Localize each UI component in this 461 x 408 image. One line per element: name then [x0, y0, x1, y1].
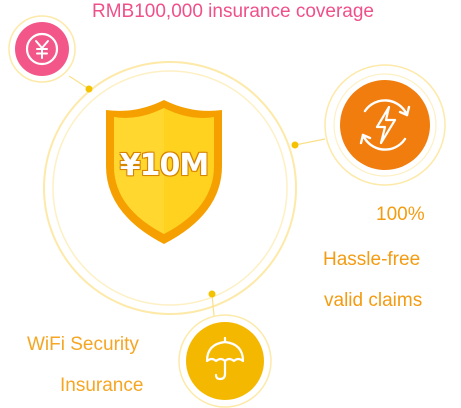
wifi-security-line2: Insurance — [60, 375, 144, 396]
shield-amount: ¥10M — [119, 148, 209, 183]
wifi-security-line1: WiFi Security — [27, 334, 139, 355]
claims-line2: Hassle-free — [323, 249, 421, 270]
shield-icon — [106, 100, 222, 244]
umbrella-icon — [178, 314, 272, 408]
coverage-text: RMB100,000 insurance coverage — [92, 1, 375, 22]
yuan-coin-icon — [8, 15, 76, 83]
lightning-refresh-icon — [324, 64, 446, 186]
claims-line3: valid claims — [324, 290, 423, 311]
claims-percent: 100% — [376, 204, 425, 225]
